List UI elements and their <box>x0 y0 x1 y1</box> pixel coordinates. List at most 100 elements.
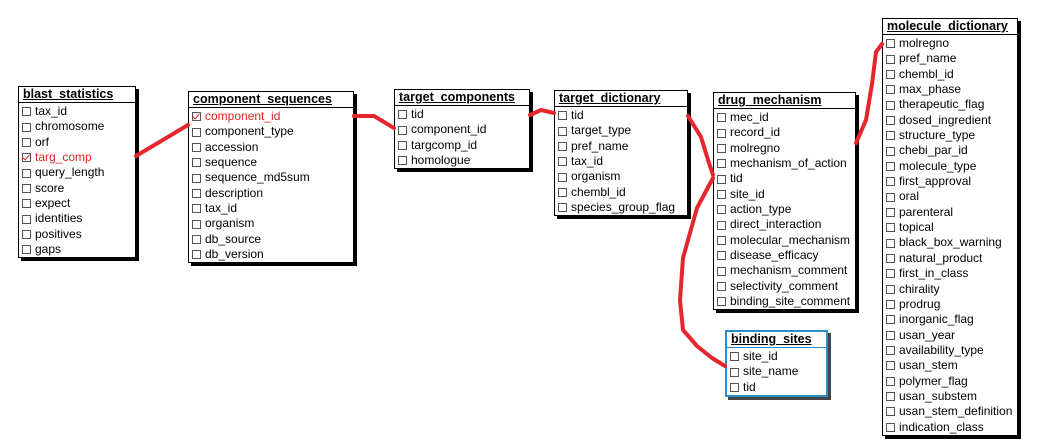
checkbox-icon[interactable] <box>717 159 726 169</box>
checkbox-icon[interactable] <box>192 188 201 198</box>
column-row[interactable]: usan_year <box>883 328 1017 343</box>
column-row[interactable]: sequence <box>189 155 353 170</box>
checkbox-icon[interactable] <box>22 107 31 117</box>
column-row[interactable]: db_version <box>189 247 353 262</box>
column-row[interactable]: direct_interaction <box>714 217 855 232</box>
column-row[interactable]: site_id <box>727 349 826 364</box>
checkbox-icon[interactable] <box>192 158 201 168</box>
column-row[interactable]: organism <box>189 216 353 231</box>
column-row[interactable]: mec_id <box>714 110 855 125</box>
checkbox-icon[interactable] <box>886 300 895 310</box>
column-row[interactable]: chromosome <box>19 119 135 134</box>
column-row[interactable]: chebi_par_id <box>883 143 1017 158</box>
column-row[interactable]: selectivity_comment <box>714 279 855 294</box>
column-row[interactable]: component_id <box>395 122 529 137</box>
checkbox-icon[interactable] <box>886 253 895 263</box>
column-row[interactable]: usan_substem <box>883 389 1017 404</box>
checkbox-icon[interactable] <box>886 269 895 279</box>
checkbox-icon[interactable] <box>886 346 895 356</box>
checkbox-icon[interactable] <box>717 235 726 245</box>
column-row[interactable]: species_group_flag <box>555 200 687 215</box>
column-row[interactable]: first_approval <box>883 174 1017 189</box>
column-row[interactable]: score <box>19 181 135 196</box>
checkbox-icon[interactable] <box>558 203 567 213</box>
checkbox-icon[interactable] <box>192 250 201 260</box>
checkbox-icon[interactable] <box>192 173 201 183</box>
column-row[interactable]: chembl_id <box>555 185 687 200</box>
checkbox-icon[interactable] <box>886 361 895 371</box>
column-row[interactable]: mechanism_of_action <box>714 156 855 171</box>
column-row[interactable]: targ_comp <box>19 150 135 165</box>
checkbox-icon[interactable] <box>886 69 895 79</box>
checkbox-icon[interactable] <box>398 125 407 135</box>
checkbox-icon[interactable] <box>717 113 726 123</box>
column-row[interactable]: pref_name <box>883 51 1017 66</box>
column-row[interactable]: binding_site_comment <box>714 294 855 309</box>
column-row[interactable]: db_source <box>189 232 353 247</box>
column-row[interactable]: availability_type <box>883 343 1017 358</box>
checked-checkbox-icon[interactable] <box>192 112 201 122</box>
checkbox-icon[interactable] <box>886 100 895 110</box>
column-row[interactable]: site_name <box>727 364 826 379</box>
checkbox-icon[interactable] <box>886 192 895 202</box>
checkbox-icon[interactable] <box>398 140 407 150</box>
checked-checkbox-icon[interactable] <box>22 153 31 163</box>
checkbox-icon[interactable] <box>22 122 31 132</box>
checkbox-icon[interactable] <box>717 174 726 184</box>
column-row[interactable]: natural_product <box>883 251 1017 266</box>
checkbox-icon[interactable] <box>398 110 407 120</box>
checkbox-icon[interactable] <box>22 229 31 239</box>
column-row[interactable]: therapeutic_flag <box>883 97 1017 112</box>
column-row[interactable]: tax_id <box>19 104 135 119</box>
checkbox-icon[interactable] <box>558 141 567 151</box>
column-row[interactable]: accession <box>189 140 353 155</box>
checkbox-icon[interactable] <box>22 214 31 224</box>
column-row[interactable]: targcomp_id <box>395 138 529 153</box>
checkbox-icon[interactable] <box>558 111 567 121</box>
column-row[interactable]: identities <box>19 211 135 226</box>
column-row[interactable]: parenteral <box>883 205 1017 220</box>
checkbox-icon[interactable] <box>717 205 726 215</box>
column-row[interactable]: tid <box>555 108 687 123</box>
column-row[interactable]: black_box_warning <box>883 235 1017 250</box>
column-row[interactable]: action_type <box>714 202 855 217</box>
checkbox-icon[interactable] <box>717 251 726 261</box>
checkbox-icon[interactable] <box>886 330 895 340</box>
column-row[interactable]: tid <box>727 380 826 395</box>
column-row[interactable]: description <box>189 186 353 201</box>
column-row[interactable]: component_id <box>189 109 353 124</box>
checkbox-icon[interactable] <box>717 297 726 307</box>
checkbox-icon[interactable] <box>398 156 407 166</box>
checkbox-icon[interactable] <box>886 131 895 141</box>
checkbox-icon[interactable] <box>886 207 895 217</box>
checkbox-icon[interactable] <box>730 382 739 392</box>
checkbox-icon[interactable] <box>886 407 895 417</box>
checkbox-icon[interactable] <box>558 187 567 197</box>
column-row[interactable]: tax_id <box>189 201 353 216</box>
checkbox-icon[interactable] <box>886 284 895 294</box>
column-row[interactable]: site_id <box>714 187 855 202</box>
checkbox-icon[interactable] <box>22 168 31 178</box>
checkbox-icon[interactable] <box>717 220 726 230</box>
checkbox-icon[interactable] <box>886 115 895 125</box>
column-row[interactable]: polymer_flag <box>883 374 1017 389</box>
column-row[interactable]: query_length <box>19 165 135 180</box>
column-row[interactable]: usan_stem_definition <box>883 404 1017 419</box>
column-row[interactable]: tid <box>714 171 855 186</box>
checkbox-icon[interactable] <box>192 219 201 229</box>
column-row[interactable]: inorganic_flag <box>883 312 1017 327</box>
checkbox-icon[interactable] <box>886 238 895 248</box>
column-row[interactable]: topical <box>883 220 1017 235</box>
column-row[interactable]: expect <box>19 196 135 211</box>
checkbox-icon[interactable] <box>558 172 567 182</box>
checkbox-icon[interactable] <box>886 177 895 187</box>
column-row[interactable]: component_type <box>189 124 353 139</box>
checkbox-icon[interactable] <box>886 54 895 64</box>
column-row[interactable]: sequence_md5sum <box>189 170 353 185</box>
column-row[interactable]: tid <box>395 107 529 122</box>
checkbox-icon[interactable] <box>22 245 31 255</box>
